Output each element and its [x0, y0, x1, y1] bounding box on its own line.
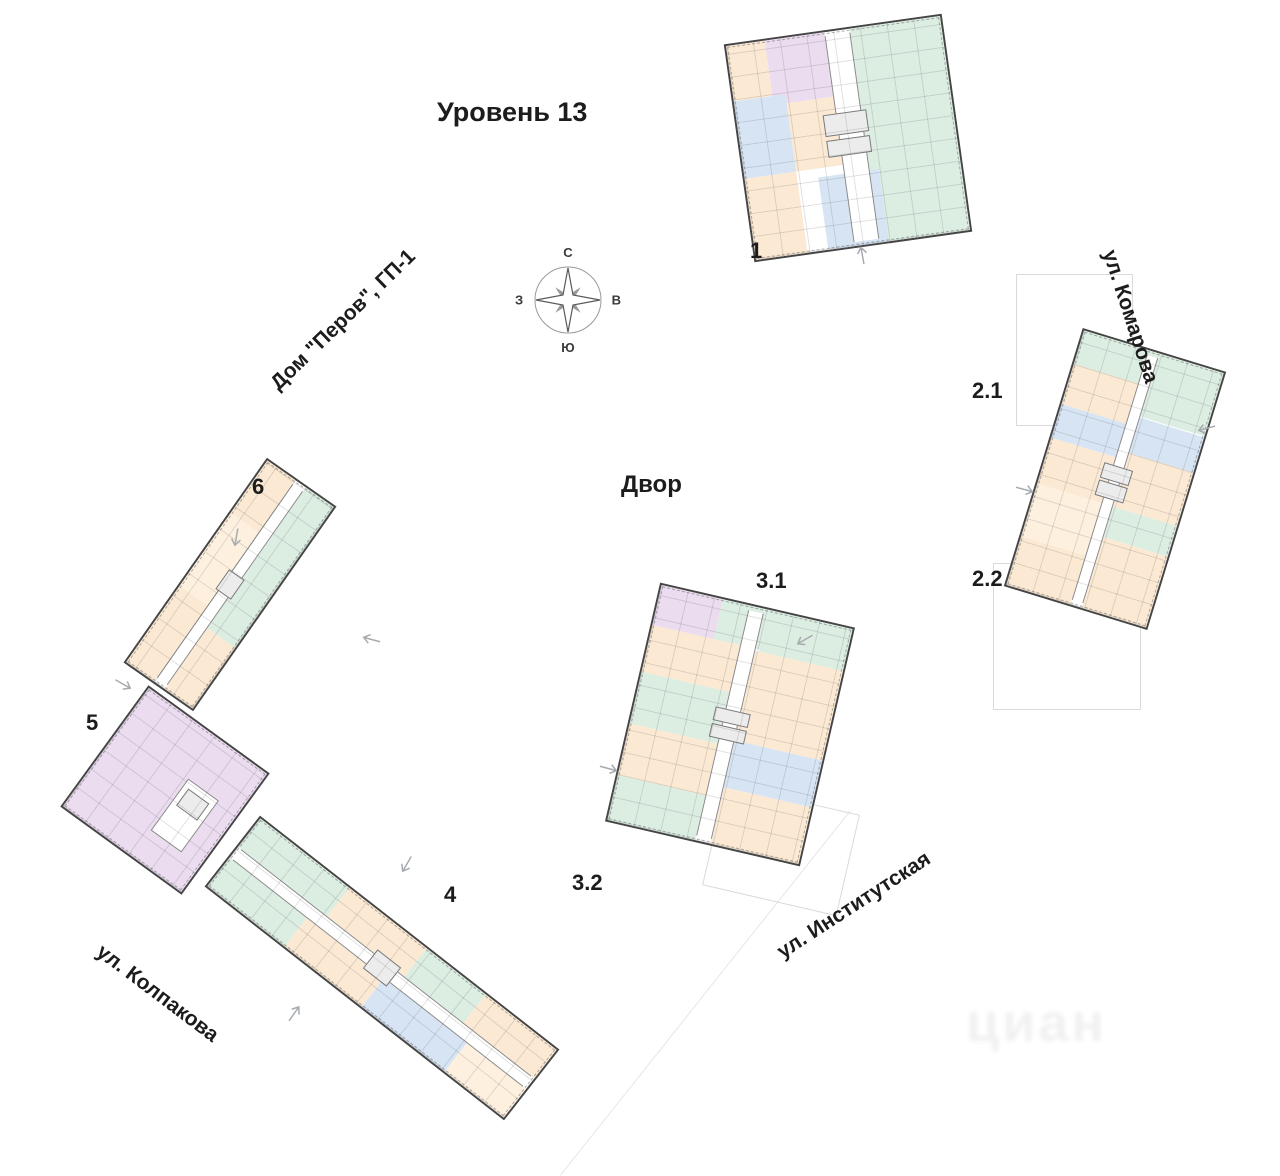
entrance-arrow-icon [223, 526, 245, 553]
page-title: Уровень 13 [437, 97, 588, 127]
entrance-arrow-icon [1012, 480, 1040, 504]
compass-east-label: В [611, 292, 621, 308]
building-label-1: 1 [750, 238, 763, 263]
entrance-arrow-icon [1190, 415, 1218, 439]
entrance-arrow-icon [109, 673, 139, 701]
compass-rose: С Ю З В [513, 245, 623, 355]
building-label-3-1: 3.1 [756, 568, 787, 593]
project-name: Дом "Перов", ГП-1 [266, 244, 420, 395]
entrance-arrow-icon [787, 625, 817, 653]
entrance-arrow-icon [356, 625, 384, 649]
apartment-unit [850, 16, 958, 153]
entrance-arrow-icon [283, 998, 312, 1028]
compass-west-label: З [515, 292, 524, 308]
building-label-4: 4 [444, 882, 457, 907]
compass-star-icon [534, 266, 602, 334]
building-6[interactable] [123, 457, 337, 712]
watermark: циан [966, 993, 1108, 1053]
building-label-2-2: 2.2 [972, 566, 1003, 591]
compass-south-label: Ю [561, 340, 575, 355]
street-kolpakova: ул. Колпакова [92, 940, 224, 1047]
entrance-arrow-icon [596, 759, 624, 783]
entrance-arrow-icon [853, 240, 875, 267]
building-label-5: 5 [86, 710, 99, 735]
building-1[interactable] [723, 13, 973, 263]
building-label-3-2: 3.2 [572, 870, 603, 895]
building-label-2-1: 2.1 [972, 378, 1003, 403]
compass-north-label: С [563, 245, 573, 260]
apartment-unit [764, 32, 834, 105]
entrance-arrow-icon [390, 850, 418, 880]
building-4[interactable] [204, 815, 560, 1121]
courtyard-label: Двор [621, 471, 682, 498]
building-label-6: 6 [252, 474, 265, 499]
